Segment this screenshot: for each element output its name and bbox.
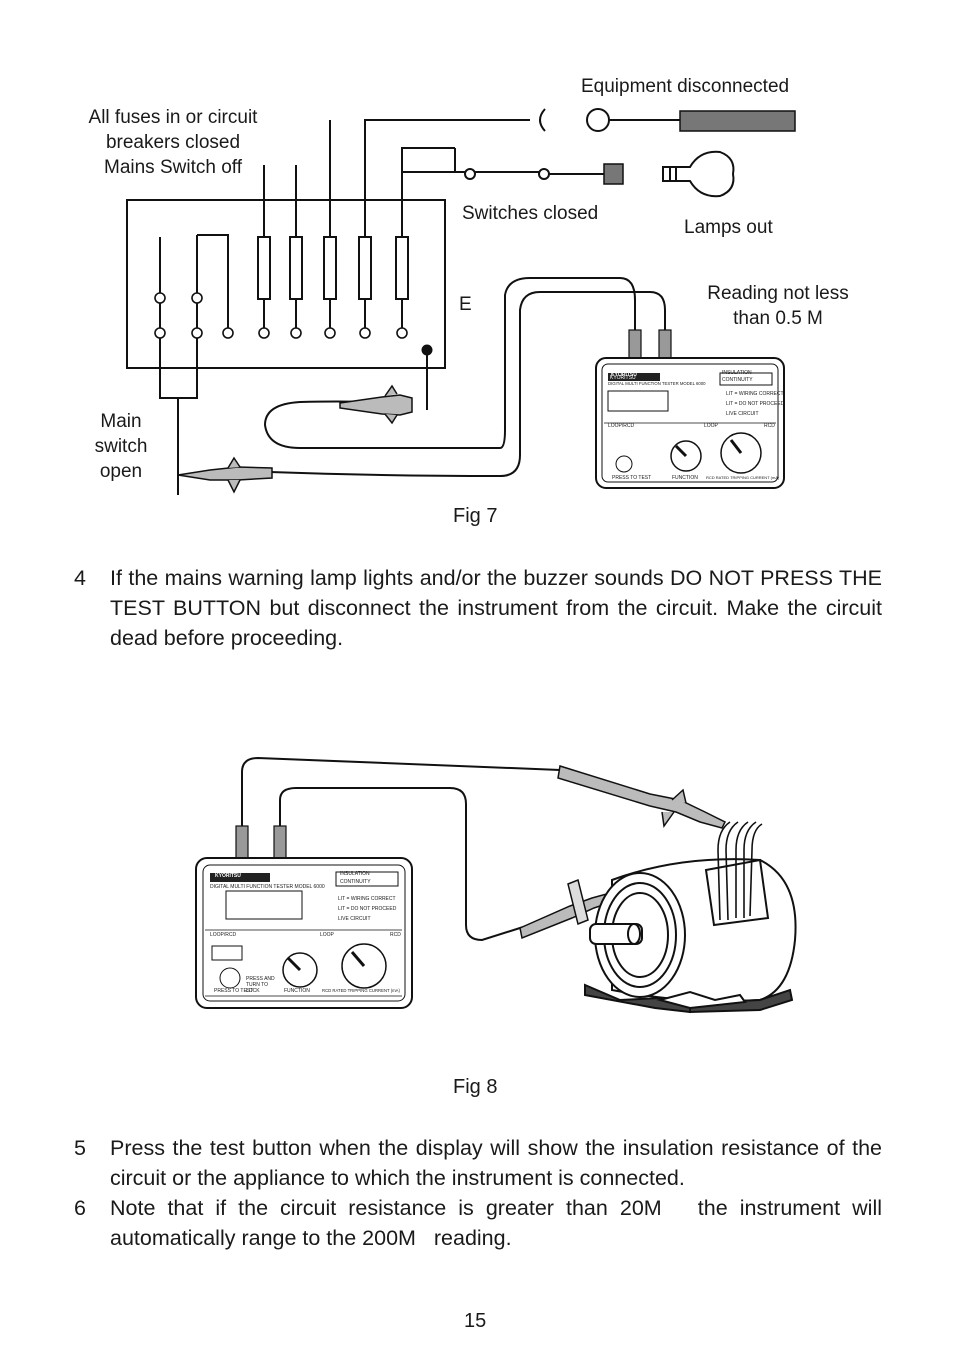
loop-rcd-label: LOOP/RCD [608,423,635,429]
main-switch-label-line-1: Main [100,411,142,432]
press-and-turn-label: PRESS AND TURN TO LOCK [246,976,275,994]
indicator-1: LIT = WIRING CORRECT [726,391,784,397]
instrument-fig7: KYORITSU [595,357,785,489]
fuses-label-line-1: All fuses in or circuit [88,107,258,128]
page-number: 15 [464,1310,487,1332]
paragraph-text: Note that if the circuit resistance is g… [110,1196,888,1250]
function-label: FUNCTION [672,475,698,481]
lamps-label: Lamps out [684,217,773,238]
press-to-test-label: PRESS TO TEST [214,988,254,994]
fuses-label-line-2: breakers closed [105,132,241,153]
indicator-1: LIT = WIRING CORRECT [338,896,396,902]
paragraph-number: 4 [74,566,86,590]
motor-illustration [584,858,797,1014]
fuse-row [257,119,530,328]
loop-label: LOOP [320,932,334,938]
switches-label: Switches closed [462,203,599,224]
rcd-label: RCD [390,932,401,938]
main-switch-label-line-3: open [99,461,143,482]
paragraph-number: 6 [74,1196,86,1220]
main-switch-label-line-2: switch [94,436,148,457]
probe-icon [339,384,413,425]
paragraph-4: 4 If the mains warning lamp lights and/o… [74,563,882,653]
function-label: FUNCTION [284,988,310,994]
reading-label: Reading not less than 0.5 M [694,281,862,331]
model-label: DIGITAL MULTI FUNCTION TESTER MODEL 6000 [608,381,706,387]
loop-label: LOOP [704,423,718,429]
fuses-label-line-3: Mains Switch off [104,157,242,178]
insulation-label: INSULATION [722,370,752,376]
rcd-rated-label: RCD RATED TRIPPING CURRENT (mA) [322,988,400,994]
continuity-label: CONTINUITY [722,377,753,383]
fig7-diagram: KYORITSU [126,108,796,495]
brand-label: KYORITSU [611,372,637,378]
paragraph-text: If the mains warning lamp lights and/or … [110,566,882,650]
fig8-caption: Fig 8 [453,1076,498,1098]
rcd-label: RCD [764,423,775,429]
probe-icon [177,456,273,494]
indicator-2: LIT = DO NOT PROCEED [338,906,397,912]
press-to-test-label: PRESS TO TEST [612,475,652,481]
indicator-2: LIT = DO NOT PROCEED [726,401,785,407]
reading-label-line-2: than 0.5 M [733,308,823,329]
loop-rcd-label: LOOP/RCD [210,932,237,938]
model-label: DIGITAL MULTI FUNCTION TESTER MODEL 6000 [210,884,325,890]
paragraph-text: Press the test button when the display w… [110,1136,882,1190]
paragraph-5: 5 Press the test button when the display… [74,1133,882,1193]
svg-text:KYORITSU: KYORITSU [610,375,636,381]
continuity-label: CONTINUITY [340,879,371,885]
reading-label-line-1: Reading not less [707,283,849,304]
brand-label: KYORITSU [215,873,241,879]
probe-icon [519,878,613,940]
rcd-rated-label: RCD RATED TRIPPING CURRENT (mA) [706,475,780,481]
indicator-3: LIVE CIRCUIT [726,411,759,417]
indicator-3: LIVE CIRCUIT [338,916,371,922]
fuses-label: All fuses in or circuit breakers closed … [74,105,272,180]
fig7-caption: Fig 7 [453,505,498,527]
consumer-unit-box [126,199,446,369]
paragraph-number: 5 [74,1136,86,1160]
insulation-label: INSULATION [340,871,370,877]
probe-icon [557,765,727,829]
earth-label: E [459,294,472,315]
equipment-label: Equipment disconnected [581,76,790,97]
main-switch-label: Main switch open [84,409,158,484]
paragraph-6: 6 Note that if the circuit resistance is… [74,1193,882,1253]
